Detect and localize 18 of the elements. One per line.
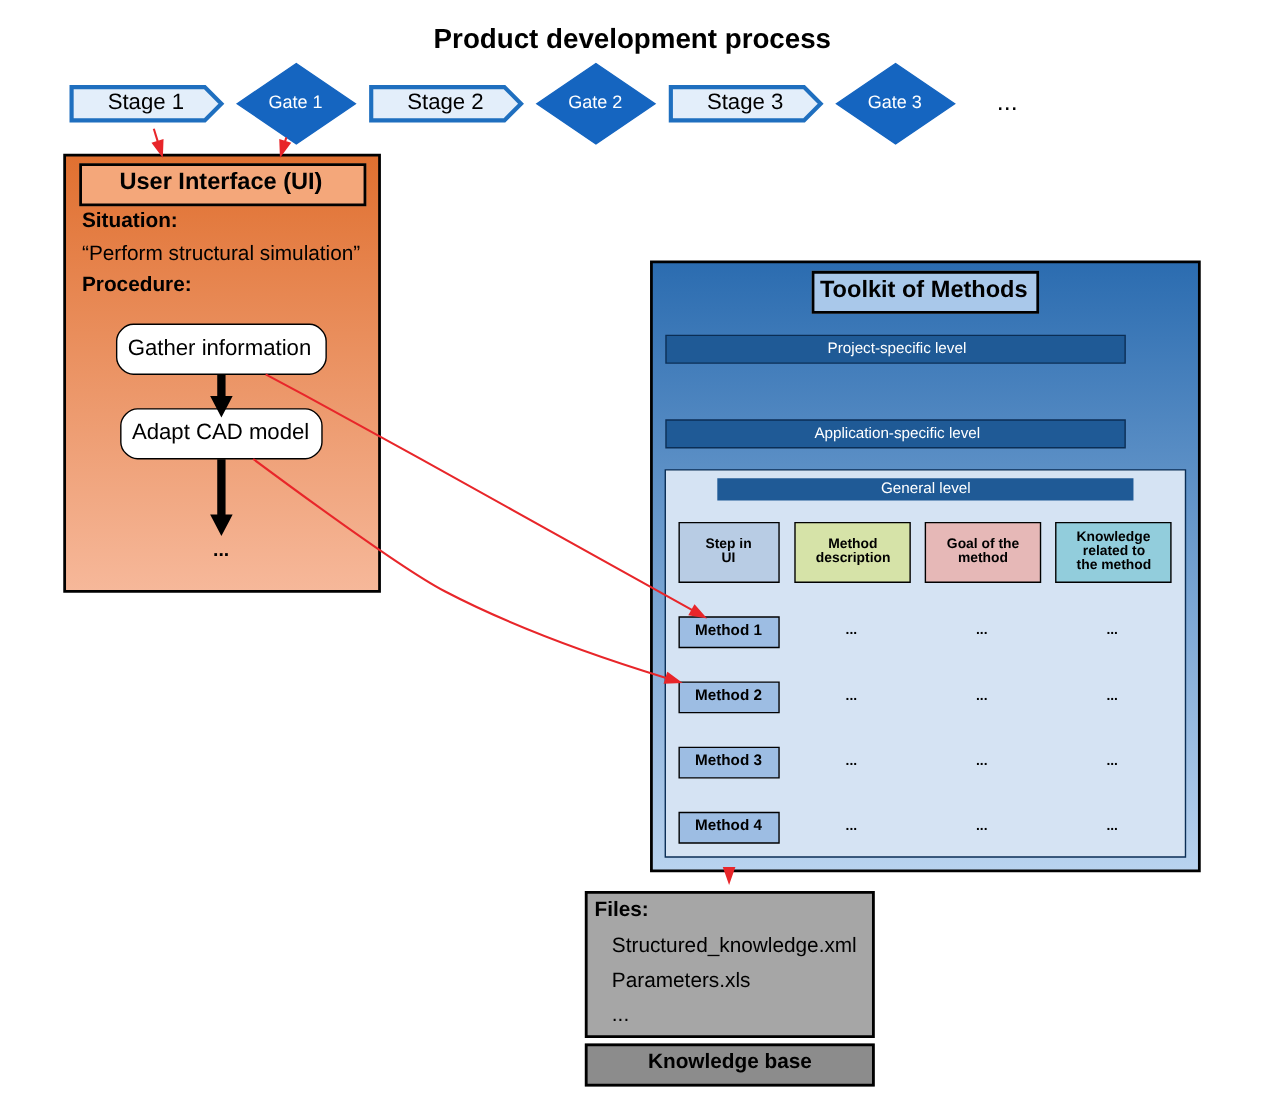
node-box: Method 1 <box>677 616 779 649</box>
diagram-title: Product development process <box>432 22 831 55</box>
node-text: ... <box>212 540 229 563</box>
node-box: Application-specific level <box>664 419 1125 449</box>
arrow <box>209 459 232 537</box>
node-diamond: Gate 3 <box>834 62 955 145</box>
arrow <box>251 458 682 684</box>
node-box: Method 3 <box>677 746 779 779</box>
label: ... <box>995 87 1017 116</box>
node-diamond: Gate 2 <box>534 62 656 145</box>
arrow <box>150 128 163 159</box>
node-box: Method 2 <box>677 681 779 714</box>
node-box: Project-specific level <box>664 334 1125 364</box>
node-box: Adapt CAD model <box>119 408 322 460</box>
node-box: Method 4 <box>677 811 779 844</box>
node-box: Gather information <box>114 323 326 375</box>
arrow <box>264 373 707 619</box>
arrow <box>209 374 232 418</box>
